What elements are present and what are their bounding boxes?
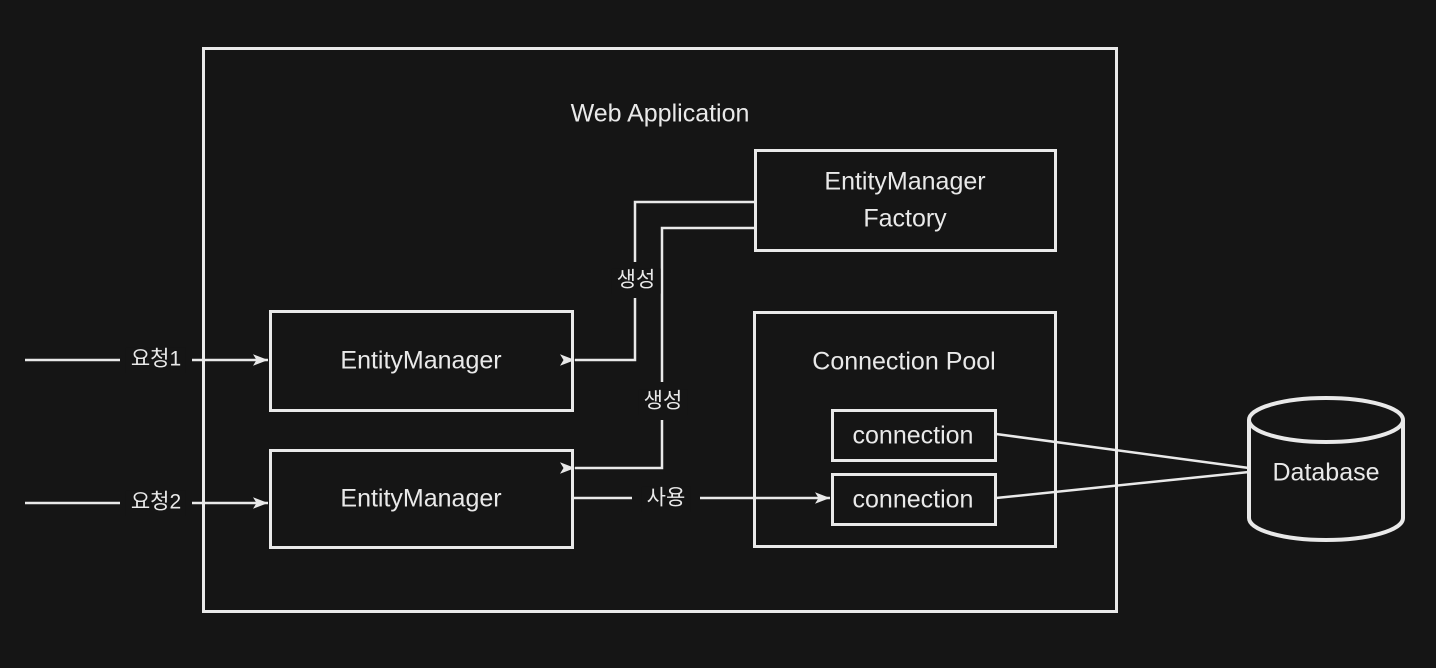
web-application-container — [202, 47, 1118, 613]
create-2-connector — [560, 226, 755, 474]
database-label: Database — [1272, 458, 1380, 487]
connection-2-label: connection — [852, 485, 974, 514]
entity-manager-2-label: EntityManager — [340, 484, 502, 513]
entity-manager-1-label: EntityManager — [340, 346, 502, 375]
create-2-label: 생성 — [638, 389, 688, 415]
db-link-2 — [995, 470, 1250, 500]
connection-1-label: connection — [852, 421, 974, 450]
entity-manager-factory-box — [754, 149, 1057, 252]
use-label: 사용 — [641, 486, 691, 512]
db-link-1 — [995, 432, 1250, 470]
request-2-label: 요청2 — [125, 490, 187, 516]
connection-1-box — [831, 409, 997, 462]
entity-manager-factory-label-line2: Factory — [863, 204, 947, 233]
connection-2-box — [831, 473, 997, 526]
web-application-title: Web Application — [570, 99, 750, 128]
request-1-label: 요청1 — [125, 347, 187, 373]
connection-pool-title: Connection Pool — [812, 347, 996, 376]
create-1-connector — [560, 200, 755, 366]
database-cylinder — [1247, 396, 1405, 542]
create-1-label: 생성 — [611, 268, 661, 294]
connection-pool-container — [753, 311, 1057, 548]
entity-manager-factory-label-line1: EntityManager — [824, 167, 986, 196]
